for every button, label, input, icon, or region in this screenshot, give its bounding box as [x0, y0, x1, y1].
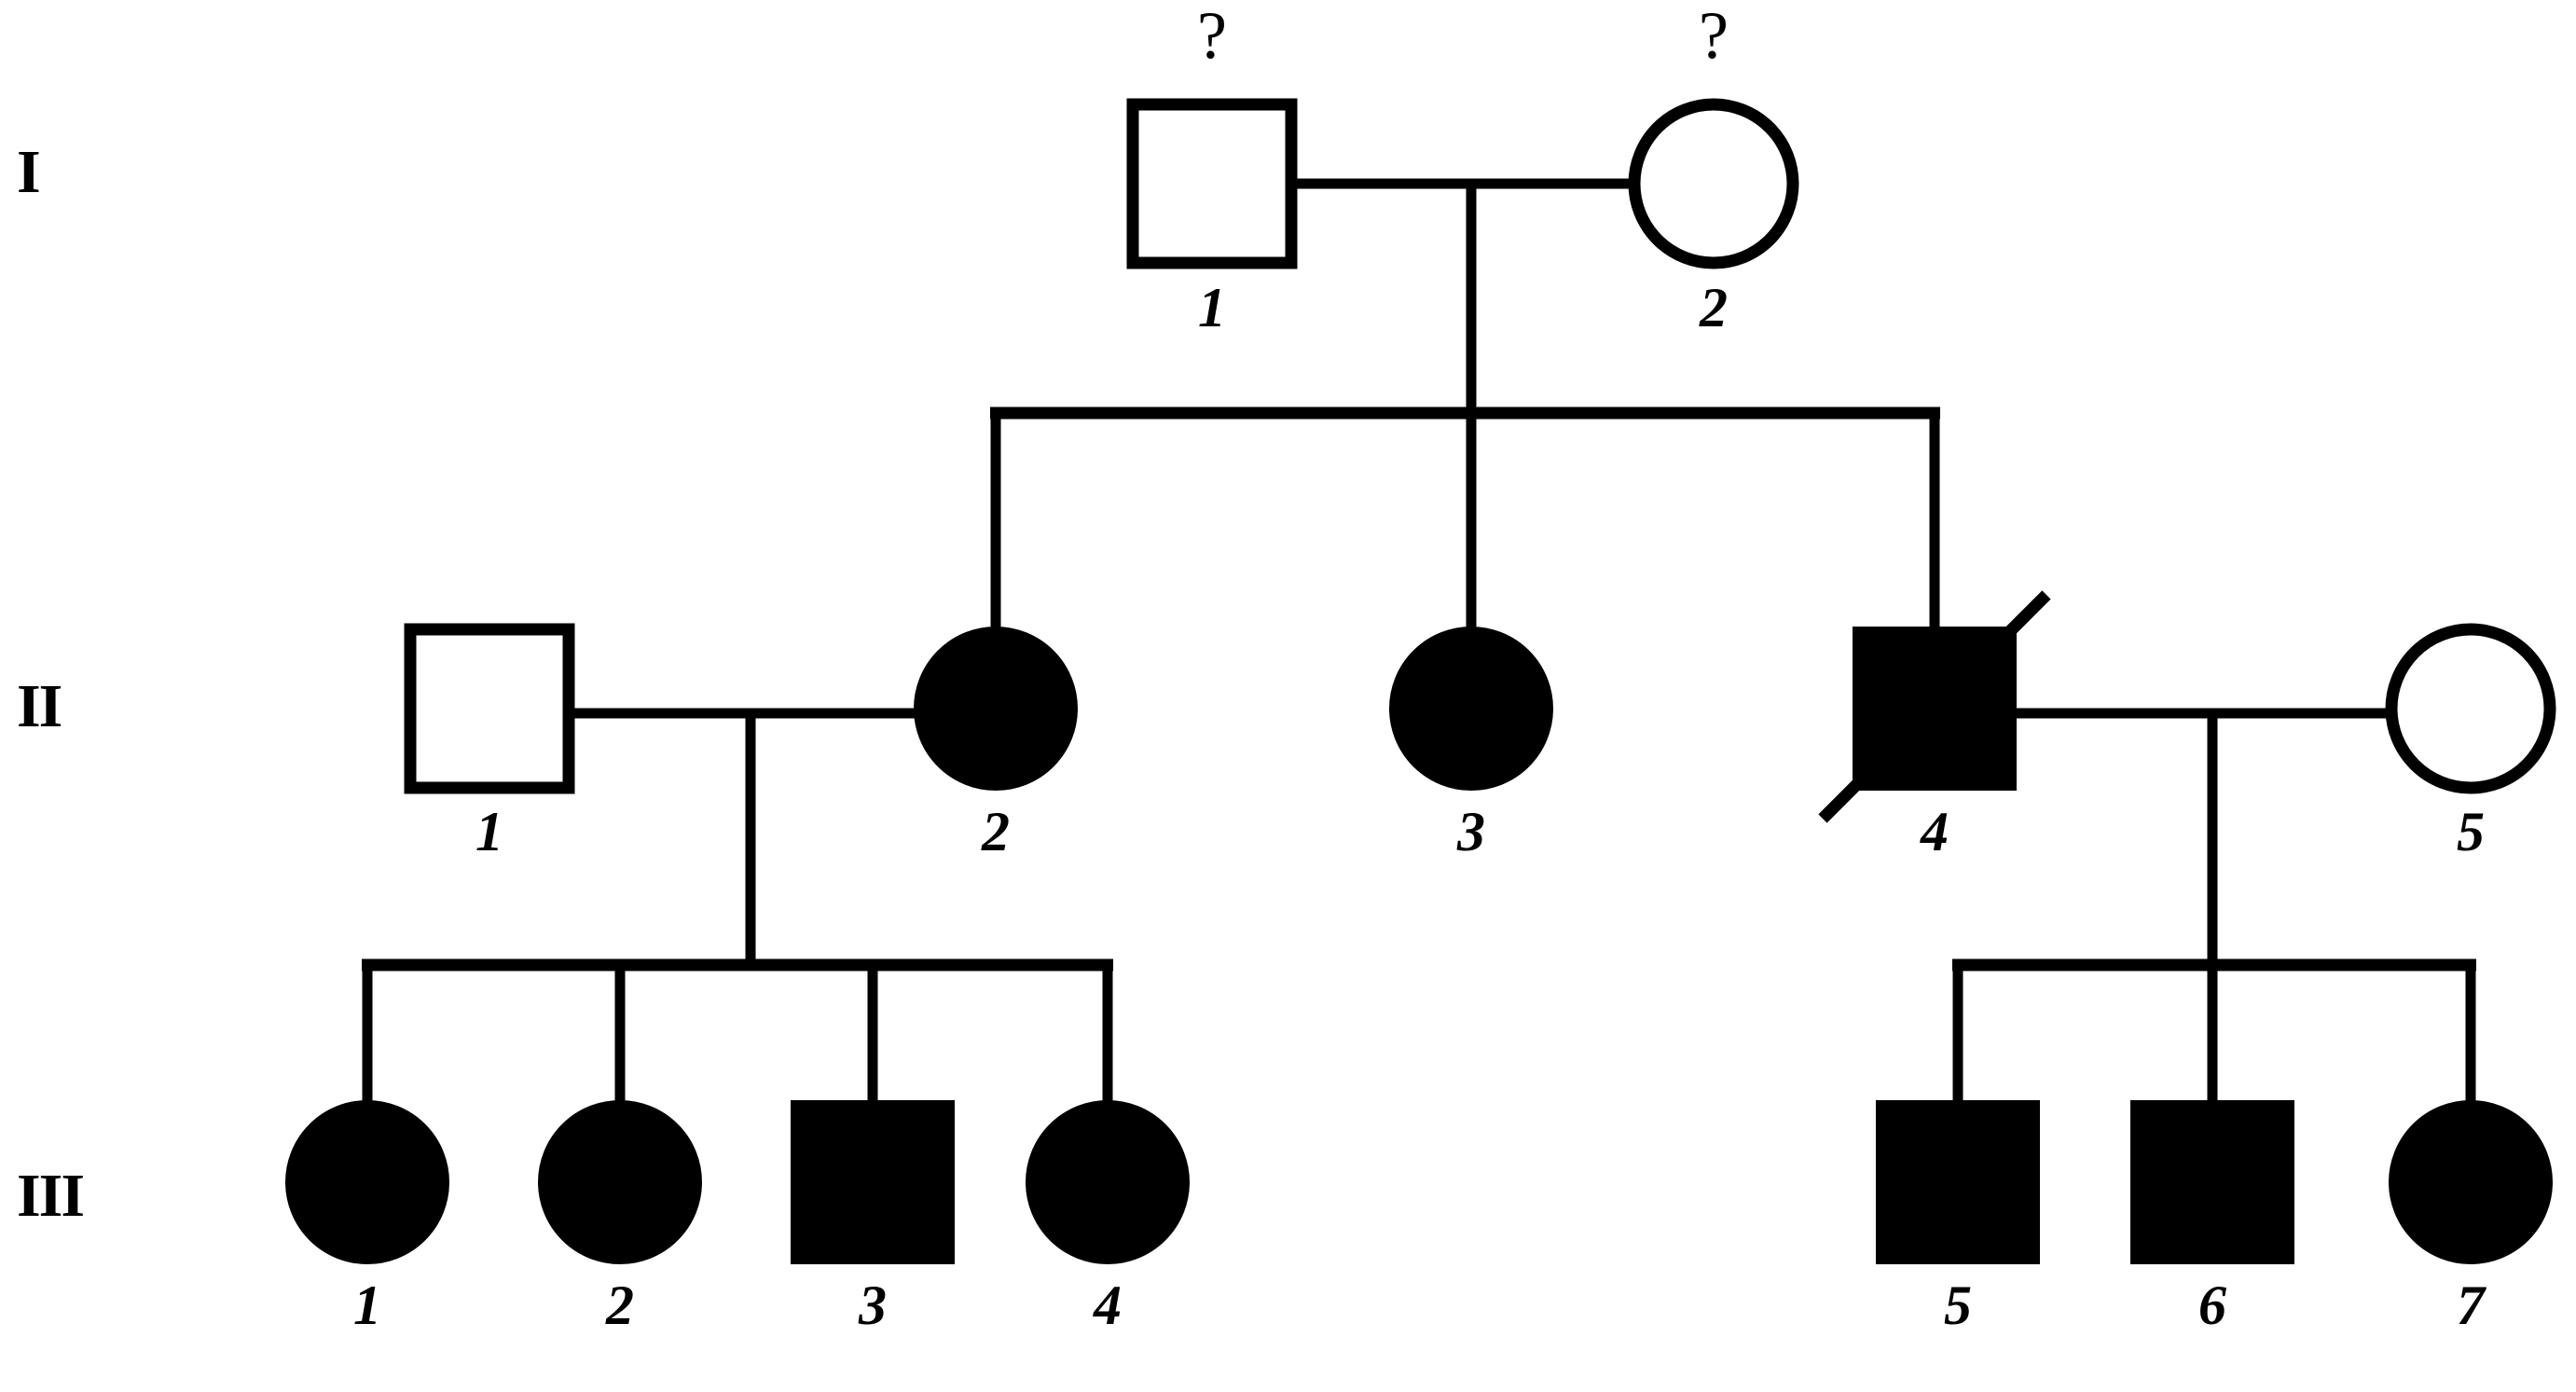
individual-I-1[interactable] [1126, 98, 1298, 269]
individual-label-I-1: 1 [1198, 277, 1226, 338]
individual-label-II-1: 1 [475, 801, 503, 862]
individual-II-3[interactable] [1389, 627, 1553, 791]
symbol-square-unaffected[interactable] [1126, 98, 1298, 269]
individual-label-III-6: 6 [2198, 1275, 2226, 1336]
individual-I-2[interactable] [1628, 98, 1799, 269]
symbol-circle-unaffected[interactable] [1628, 98, 1799, 269]
individual-II-1[interactable] [404, 623, 575, 794]
individual-label-II-4: 4 [1921, 801, 1949, 862]
individual-label-III-2: 2 [606, 1275, 634, 1336]
symbol-square-affected[interactable] [2130, 1100, 2294, 1264]
generation-label-3: III [17, 1162, 85, 1230]
unknown-phenotype-marker-I-1: ? [1197, 0, 1227, 73]
sibling-drop-lines [362, 413, 2476, 1108]
symbol-square-affected[interactable] [1876, 1100, 2040, 1264]
individual-label-III-4: 4 [1094, 1275, 1122, 1336]
symbol-circle-affected[interactable] [538, 1100, 702, 1264]
individual-III-4[interactable] [1026, 1100, 1190, 1264]
symbol-circle-affected[interactable] [2389, 1100, 2553, 1264]
generation-label-2: II [17, 672, 62, 740]
individual-label-II-5: 5 [2457, 801, 2485, 862]
individual-label-III-7: 7 [2457, 1275, 2485, 1336]
individual-label-III-3: 3 [859, 1275, 887, 1336]
unknown-phenotype-marker-I-2: ? [1699, 0, 1729, 73]
individual-label-II-2: 2 [982, 801, 1010, 862]
individual-label-III-5: 5 [1944, 1275, 1972, 1336]
symbol-circle-affected[interactable] [914, 627, 1078, 791]
individual-label-I-2: 2 [1700, 277, 1728, 338]
individual-III-7[interactable] [2389, 1100, 2553, 1264]
individual-III-1[interactable] [285, 1100, 449, 1264]
individual-III-5[interactable] [1876, 1100, 2040, 1264]
symbol-circle-affected[interactable] [285, 1100, 449, 1264]
individual-label-II-3: 3 [1457, 801, 1485, 862]
symbol-square-affected[interactable] [791, 1100, 955, 1264]
individual-III-3[interactable] [791, 1100, 955, 1264]
deceased-slash-icon [1818, 590, 2051, 823]
symbol-circle-affected[interactable] [1026, 1100, 1190, 1264]
individual-label-III-1: 1 [353, 1275, 381, 1336]
individual-II-4[interactable] [1818, 590, 2051, 823]
symbol-circle-affected[interactable] [1389, 627, 1553, 791]
mating-lines [565, 178, 2396, 719]
individual-II-5[interactable] [2385, 623, 2556, 794]
symbol-circle-unaffected[interactable] [2385, 623, 2556, 794]
symbol-square-unaffected[interactable] [404, 623, 575, 794]
individual-III-2[interactable] [538, 1100, 702, 1264]
generation-label-1: I [17, 138, 41, 206]
descent-lines [745, 184, 2218, 970]
individual-II-2[interactable] [914, 627, 1078, 791]
individual-III-6[interactable] [2130, 1100, 2294, 1264]
